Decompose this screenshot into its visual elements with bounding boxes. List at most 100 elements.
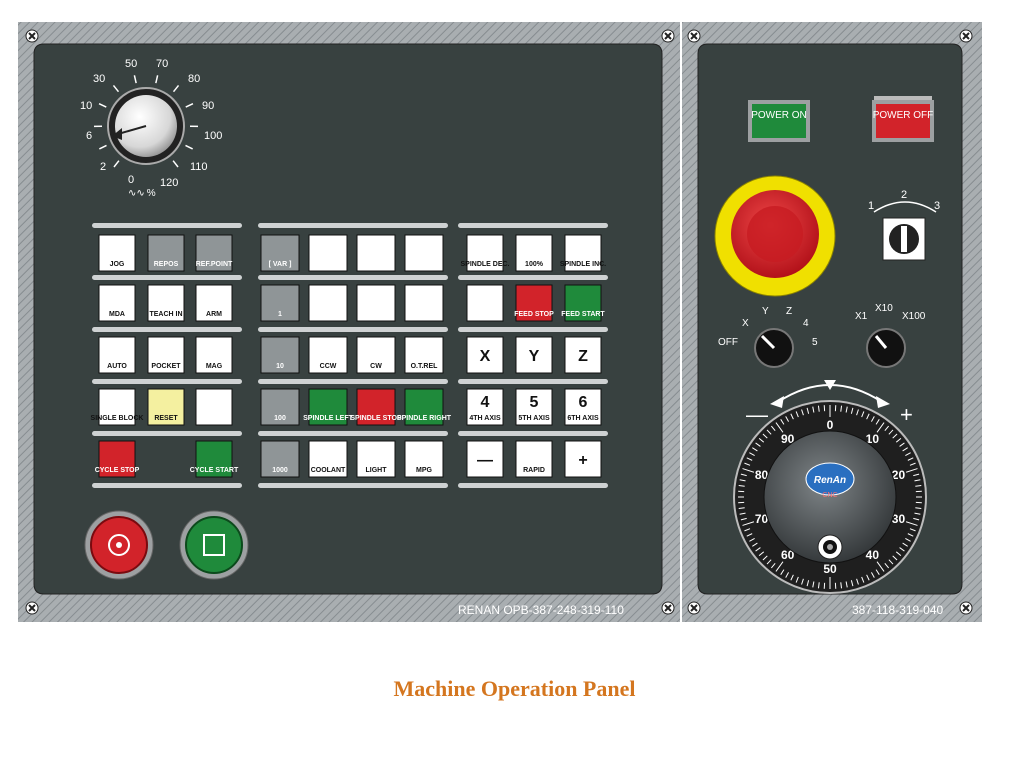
mid-button-4-0[interactable]: COOLANT	[309, 441, 347, 477]
right-button-0-0[interactable]: SPINDLE DEC.	[460, 235, 509, 271]
mode-button-2-2[interactable]: MAG	[196, 337, 232, 373]
mid-button-2-1[interactable]: CW	[357, 337, 395, 373]
separator-strip	[92, 275, 242, 280]
mode-button-4-0[interactable]: CYCLE STOP	[95, 441, 140, 477]
right-button-1-2[interactable]: FEED START	[561, 285, 605, 321]
mid-button-0-2[interactable]	[405, 235, 443, 271]
separator-strip	[258, 327, 448, 332]
separator-strip	[458, 223, 608, 228]
separator-strip	[258, 379, 448, 384]
mid-button-3-1-label: SPINDLE STOP	[350, 415, 402, 422]
mode-button-4-2-label: CYCLE START	[190, 467, 239, 474]
separator-strip	[258, 483, 448, 488]
right-button-0-2[interactable]: SPINDLE INC.	[560, 235, 606, 271]
mode-button-1-2[interactable]: ARM	[196, 285, 232, 321]
mode-button-1-0-label: MDA	[109, 311, 125, 318]
mid-button-3-0[interactable]: SPINDLE LEFT	[303, 389, 354, 425]
increment-button-3-label: 100	[274, 415, 286, 422]
mid-button-1-1[interactable]	[357, 285, 395, 321]
increment-button-4[interactable]: 1000	[261, 441, 299, 477]
mid-button-3-1[interactable]: SPINDLE STOP	[350, 389, 402, 425]
axis-knob-label: OFF	[718, 337, 738, 348]
emergency-stop-button[interactable]	[715, 176, 835, 296]
dial-label: 90	[202, 100, 214, 112]
mid-button-4-1-label: LIGHT	[366, 467, 388, 474]
mode-button-3-2[interactable]	[196, 389, 232, 425]
mid-button-2-0-label: CCW	[320, 363, 337, 370]
increment-button-0[interactable]: [ VAR ]	[261, 235, 299, 271]
right-button-2-1-label: Y	[529, 348, 540, 365]
mid-button-0-1[interactable]	[357, 235, 395, 271]
cycle-stop-big-button[interactable]	[85, 511, 153, 579]
right-button-2-1[interactable]: Y	[516, 337, 552, 373]
mode-button-3-1[interactable]: RESET	[148, 389, 184, 425]
increment-button-1-label: 1	[278, 311, 282, 318]
mid-button-2-2[interactable]: O.T.REL	[405, 337, 443, 373]
mode-button-0-1[interactable]: REPOS	[148, 235, 184, 271]
handwheel-mark: 0	[827, 418, 834, 432]
mode-button-2-1[interactable]: POCKET	[148, 337, 184, 373]
axis-knob-label: 4	[803, 318, 809, 329]
mode-button-1-0[interactable]: MDA	[99, 285, 135, 321]
right-button-1-0[interactable]	[467, 285, 503, 321]
separator-strip	[458, 431, 608, 436]
increment-button-2[interactable]: 10	[261, 337, 299, 373]
dial-label: 80	[188, 73, 200, 85]
increment-button-1[interactable]: 1	[261, 285, 299, 321]
mode-button-0-1-label: REPOS	[154, 261, 179, 268]
dial-label: 50	[125, 58, 137, 70]
separator-strip	[92, 379, 242, 384]
mode-button-4-0-label: CYCLE STOP	[95, 467, 140, 474]
right-button-1-1[interactable]: FEED STOP	[514, 285, 554, 321]
mid-button-1-0[interactable]	[309, 285, 347, 321]
selector-label-1: 1	[868, 200, 874, 212]
brand-sub-text: CNC	[822, 492, 837, 499]
mode-button-0-0[interactable]: JOG	[99, 235, 135, 271]
cycle-start-big-button[interactable]	[180, 511, 248, 579]
power-on-button[interactable]: POWER ON	[748, 100, 810, 142]
right-button-2-2[interactable]: Z	[565, 337, 601, 373]
separator-strip	[92, 483, 242, 488]
right-button-4-0[interactable]: —	[467, 441, 503, 477]
right-button-4-2-label: +	[578, 452, 587, 469]
mid-button-4-1[interactable]: LIGHT	[357, 441, 395, 477]
mode-button-4-2[interactable]: CYCLE START	[190, 441, 239, 477]
mode-button-2-0-label: AUTO	[107, 363, 127, 370]
diagram-title: Machine Operation Panel	[0, 676, 1029, 702]
mode-button-0-2[interactable]: REF.POINT	[196, 235, 233, 271]
mid-button-0-0[interactable]	[309, 235, 347, 271]
mode-button-1-2-label: ARM	[206, 311, 222, 318]
right-button-0-1-label: 100%	[525, 261, 544, 268]
plus-icon: +	[900, 402, 913, 427]
right-button-4-2[interactable]: +	[565, 441, 601, 477]
right-button-4-1[interactable]: RAPID	[516, 441, 552, 477]
separator-strip	[458, 275, 608, 280]
mode-button-2-2-label: MAG	[206, 363, 223, 370]
increment-button-4-label: 1000	[272, 467, 288, 474]
power-off-button[interactable]: POWER OFF	[872, 96, 934, 142]
feed-unit: ∿∿%	[128, 188, 156, 199]
axis-knob-label: Y	[762, 306, 769, 317]
footer-right-text: 387-118-319-040	[852, 603, 944, 617]
increment-button-3[interactable]: 100	[261, 389, 299, 425]
handwheel-mark: 50	[823, 562, 837, 576]
mode-button-1-1[interactable]: TEACH IN	[148, 285, 184, 321]
mode-button-2-0[interactable]: AUTO	[99, 337, 135, 373]
right-button-0-1[interactable]: 100%	[516, 235, 552, 271]
dial-label: 30	[93, 73, 105, 85]
mid-button-1-2[interactable]	[405, 285, 443, 321]
selector-label-2: 2	[901, 189, 907, 201]
mode-button-0-2-label: REF.POINT	[196, 261, 233, 268]
dial-label: 2	[100, 161, 106, 173]
mid-button-2-0[interactable]: CCW	[309, 337, 347, 373]
increment-button-0-label: [ VAR ]	[269, 261, 292, 268]
dial-label: 10	[80, 100, 92, 112]
dial-label: 100	[204, 130, 222, 142]
right-button-2-0[interactable]: X	[467, 337, 503, 373]
mid-button-4-2[interactable]: MPG	[405, 441, 443, 477]
axis-number: 6	[579, 394, 588, 411]
separator-strip	[458, 327, 608, 332]
